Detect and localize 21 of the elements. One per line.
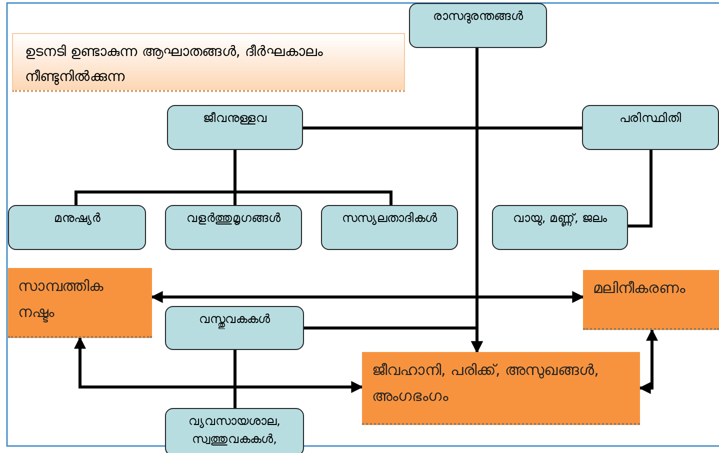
process-box: വ്യവസായശാല, സ്വത്തുവകകൾ,: [165, 408, 304, 453]
process-box: വായു, മണ്ണ്, ജലം: [492, 205, 628, 250]
connector-line: [628, 150, 652, 228]
outcome-box: മലിനീകരണം: [583, 270, 719, 330]
note-box: ഉടനടി ഉണ്ടാകുന്ന ആഘാതങ്ങൾ, ദീർഘകാലം നീണ്ടുനിൽക്കുന്ന: [12, 33, 405, 92]
arrow: [476, 48, 584, 303]
outcome-box: സാമ്പത്തിക നഷ്ടം: [8, 268, 152, 338]
process-box: പരിസ്ഥിതി: [582, 105, 719, 150]
process-box: ജീവനുള്ളവ: [167, 105, 303, 150]
process-box: രാസദുരന്തങ്ങൾ: [409, 3, 547, 48]
arrow: [74, 336, 364, 393]
connector-line: [234, 350, 236, 408]
outcome-box: ജീവഹാനി, പരിക്ക്, അസുഖങ്ങൾ, അംഗഭംഗം: [362, 352, 640, 425]
process-box: വസ്തുവകകൾ: [165, 306, 304, 350]
connector-line: [303, 126, 582, 130]
arrow: [304, 326, 483, 354]
process-box: സസ്യലതാദികൾ: [321, 205, 458, 250]
process-box: വളർത്തുമൃഗങ്ങൾ: [165, 205, 302, 250]
arrow: [638, 328, 658, 394]
process-box: മനുഷ്യർ: [8, 205, 146, 250]
connector-line: [234, 150, 392, 205]
